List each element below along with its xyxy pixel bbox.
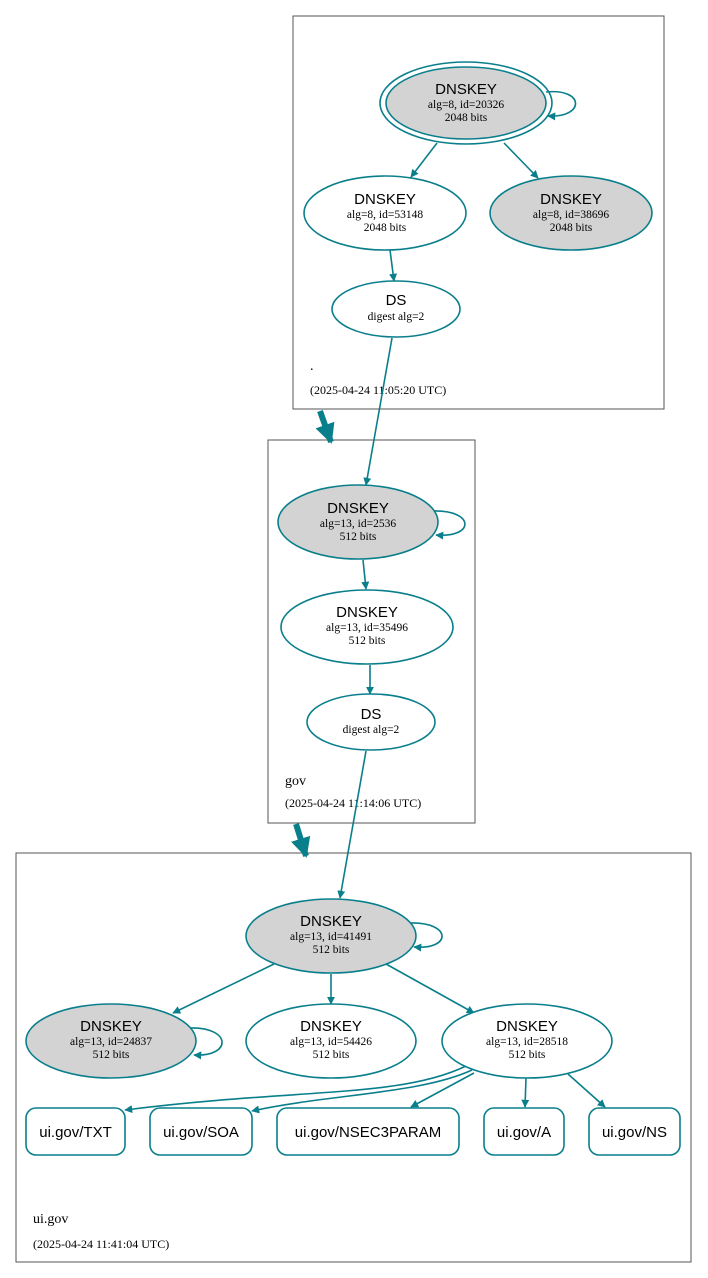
zone-gov	[267, 439, 476, 824]
node-type-label: DNSKEY	[300, 1018, 362, 1035]
node-gov-zsk: DNSKEY alg=13, id=35496 512 bits	[280, 589, 454, 665]
node-ui-k24837: DNSKEY alg=13, id=24837 512 bits	[25, 1003, 197, 1079]
node-type-label: DS	[386, 292, 407, 309]
node-type-label: DNSKEY	[327, 500, 389, 517]
edge-root-ksk-to-zsk2	[503, 142, 539, 179]
rrset-label: ui.gov/TXT	[39, 1124, 112, 1141]
edge-k28518-to-a	[521, 1077, 530, 1108]
node-ui-ksk: DNSKEY alg=13, id=41491 512 bits	[245, 898, 417, 974]
node-detail-label: alg=13, id=41491	[290, 931, 372, 943]
zone-uigov-timestamp: (2025-04-24 11:41:04 UTC)	[33, 1237, 169, 1251]
node-root-zsk1: DNSKEY alg=8, id=53148 2048 bits	[303, 175, 467, 251]
zone-gov-timestamp: (2025-04-24 11:14:06 UTC)	[285, 796, 421, 810]
node-detail-label: alg=13, id=35496	[326, 622, 408, 634]
zone-root	[292, 15, 665, 410]
delegation-arrow-root-gov	[315, 409, 335, 444]
rrset-soa: ui.gov/SOA	[149, 1107, 253, 1156]
node-detail-label: digest alg=2	[343, 724, 400, 736]
zone-uigov	[15, 852, 692, 1263]
node-ui-k28518: DNSKEY alg=13, id=28518 512 bits	[441, 1003, 613, 1079]
node-size-label: 512 bits	[509, 1049, 546, 1061]
node-size-label: 2048 bits	[364, 222, 407, 234]
rrset-label: ui.gov/A	[497, 1124, 551, 1141]
node-type-label: DNSKEY	[496, 1018, 558, 1035]
self-loop-ui-ksk	[409, 922, 443, 952]
node-size-label: 512 bits	[313, 1049, 350, 1061]
node-root-ksk: DNSKEY alg=8, id=20326 2048 bits	[379, 61, 553, 145]
node-gov-ds: DS digest alg=2	[306, 693, 436, 751]
edge-ui-ksk-to-k28518	[385, 963, 475, 1014]
rrset-txt: ui.gov/TXT	[25, 1107, 126, 1156]
self-loop-ui-k24837	[189, 1027, 223, 1060]
node-size-label: 2048 bits	[550, 222, 593, 234]
edge-k28518-to-nsec3param	[410, 1072, 475, 1108]
edge-k28518-to-soa	[251, 1069, 473, 1114]
rrset-label: ui.gov/NS	[602, 1124, 667, 1141]
edge-k28518-to-txt	[124, 1065, 467, 1114]
node-root-zsk2: DNSKEY alg=8, id=38696 2048 bits	[489, 175, 653, 251]
node-detail-label: alg=13, id=54426	[290, 1036, 372, 1048]
zone-uigov-name: ui.gov	[33, 1212, 68, 1227]
rrset-label: ui.gov/NSEC3PARAM	[295, 1124, 441, 1141]
edge-root-ksk-to-zsk1	[410, 142, 438, 178]
node-detail-label: digest alg=2	[368, 311, 425, 323]
node-type-label: DNSKEY	[435, 81, 497, 98]
node-type-label: DNSKEY	[80, 1018, 142, 1035]
edge-gov-ksk-to-zsk	[361, 559, 370, 590]
node-detail-label: alg=13, id=28518	[486, 1036, 568, 1048]
node-size-label: 512 bits	[340, 531, 377, 543]
node-size-label: 512 bits	[313, 944, 350, 956]
node-type-label: DNSKEY	[540, 191, 602, 208]
node-size-label: 2048 bits	[445, 112, 488, 124]
zone-root-name: .	[310, 359, 314, 374]
node-type-label: DNSKEY	[300, 913, 362, 930]
rrset-a: ui.gov/A	[483, 1107, 565, 1156]
edge-root-ds-to-gov-ksk	[363, 337, 393, 486]
zone-gov-name: gov	[285, 774, 306, 789]
self-loop-gov-ksk	[432, 510, 466, 540]
rrset-ns: ui.gov/NS	[588, 1107, 681, 1156]
edge-k28518-to-ns	[567, 1073, 606, 1108]
node-detail-label: alg=8, id=20326	[428, 99, 504, 111]
rrset-label: ui.gov/SOA	[163, 1124, 239, 1141]
zone-root-timestamp: (2025-04-24 11:05:20 UTC)	[310, 383, 446, 397]
node-type-label: DNSKEY	[336, 604, 398, 621]
node-type-label: DNSKEY	[354, 191, 416, 208]
node-size-label: 512 bits	[349, 635, 386, 647]
node-detail-label: alg=13, id=24837	[70, 1036, 152, 1048]
delegation-arrow-gov-uigov	[291, 823, 311, 858]
node-detail-label: alg=8, id=53148	[347, 209, 423, 221]
node-size-label: 512 bits	[93, 1049, 130, 1061]
edge-gov-ds-to-ui-ksk	[337, 750, 367, 899]
node-detail-label: alg=8, id=38696	[533, 209, 609, 221]
node-ui-k54426: DNSKEY alg=13, id=54426 512 bits	[245, 1003, 417, 1079]
edge-ui-ksk-to-k24837	[172, 963, 275, 1014]
rrset-nsec3param: ui.gov/NSEC3PARAM	[276, 1107, 460, 1156]
node-detail-label: alg=13, id=2536	[320, 518, 396, 530]
node-gov-ksk: DNSKEY alg=13, id=2536 512 bits	[277, 484, 439, 560]
self-loop-root-ksk	[545, 90, 577, 121]
edge-root-zsk1-to-ds	[389, 249, 398, 282]
node-root-ds: DS digest alg=2	[331, 280, 461, 338]
node-type-label: DS	[361, 706, 382, 723]
